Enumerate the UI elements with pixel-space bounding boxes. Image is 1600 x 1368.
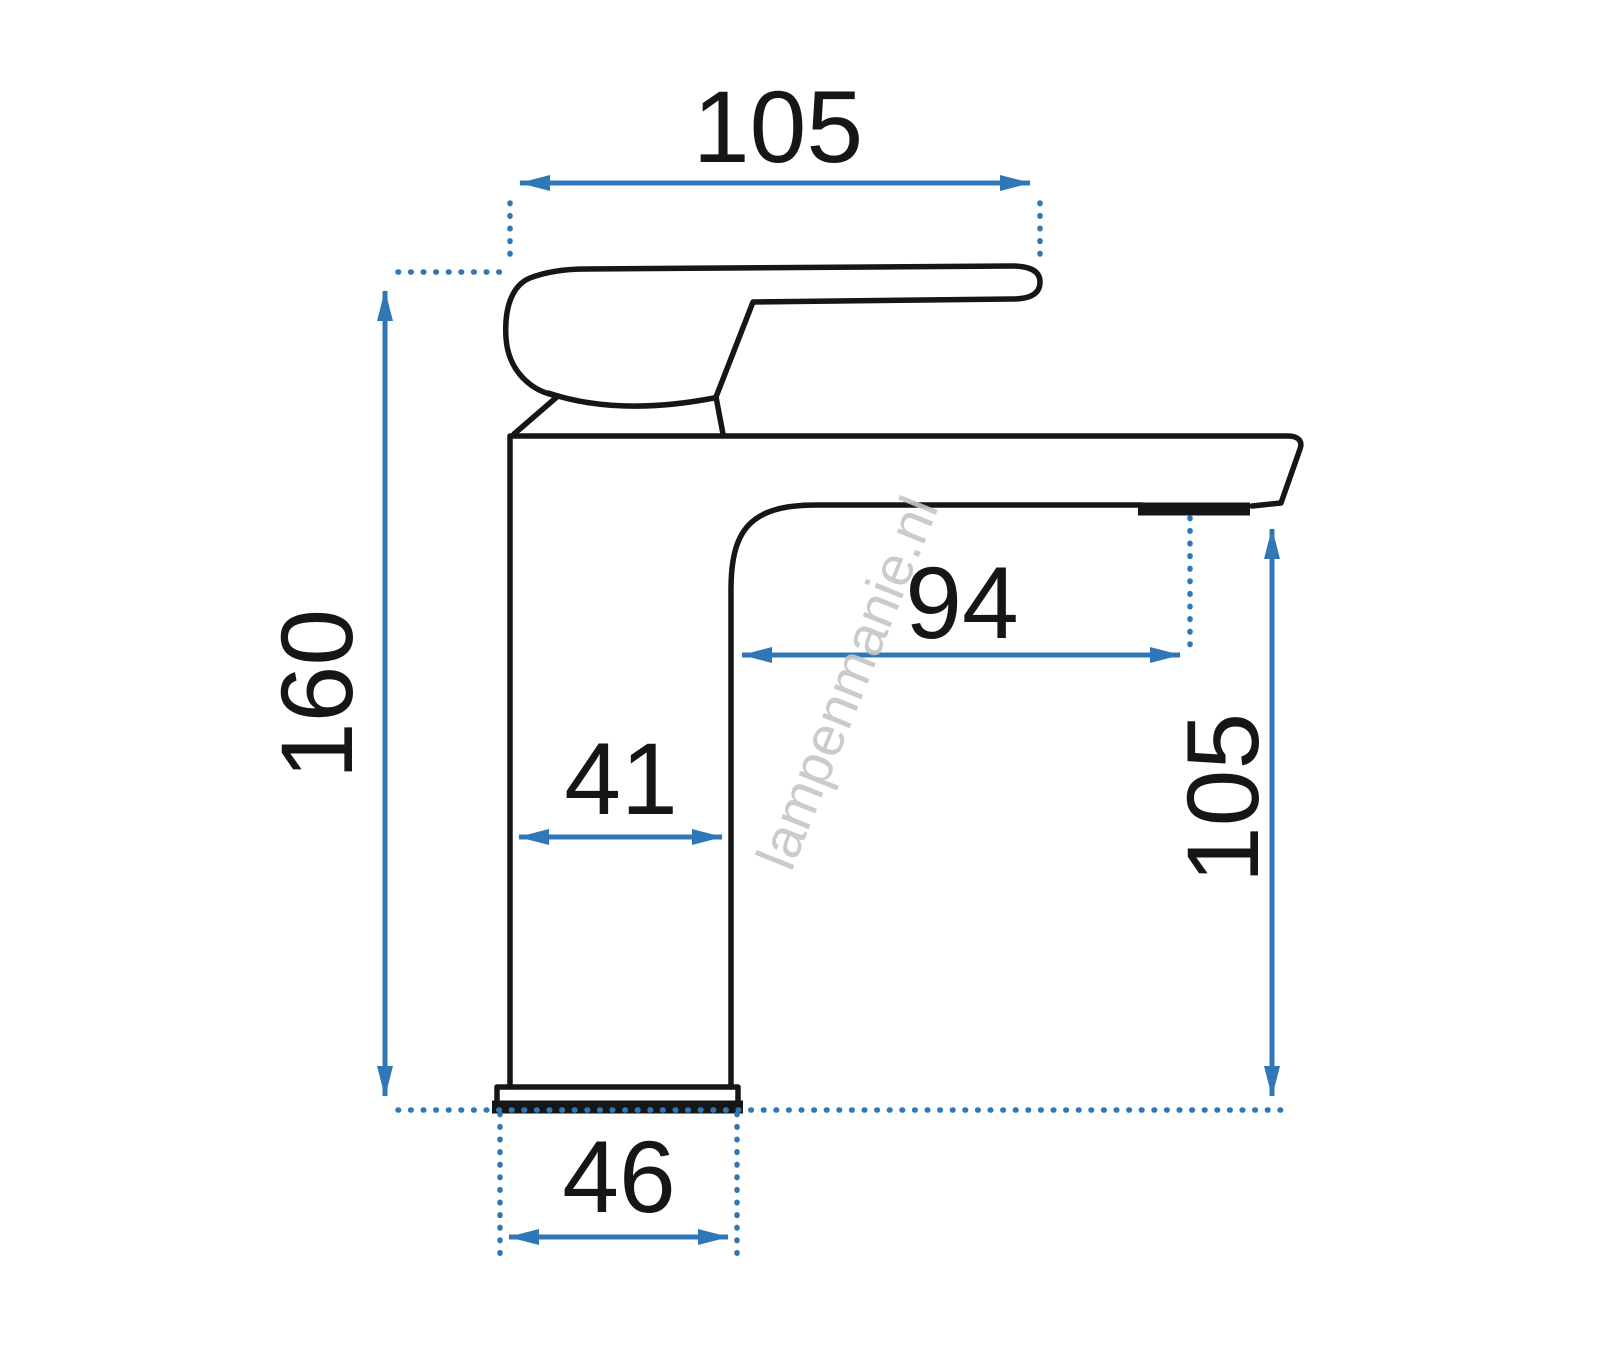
watermark-text: lampenmanie.nl: [744, 488, 951, 878]
faucet-outline: [492, 263, 1304, 1114]
faucet-handle-inner-curve: [545, 390, 717, 409]
faucet-neck: [511, 393, 726, 437]
dimension-labels: 105 160 94 105 41 46: [260, 70, 1280, 1234]
faucet-handle-outline: [502, 263, 1043, 400]
extension-lines: [395, 200, 1288, 1265]
dim-base-width-label: 46: [562, 1120, 675, 1234]
faucet-body-spout: [507, 433, 1304, 1090]
dim-body-depth-label: 41: [564, 722, 677, 836]
dim-top-width-label: 105: [693, 70, 863, 184]
dim-spout-reach-label: 94: [905, 546, 1018, 660]
dim-total-height-label: 160: [260, 609, 374, 779]
dim-outlet-height-label: 105: [1166, 713, 1280, 883]
dimension-lines: [377, 175, 1280, 1245]
